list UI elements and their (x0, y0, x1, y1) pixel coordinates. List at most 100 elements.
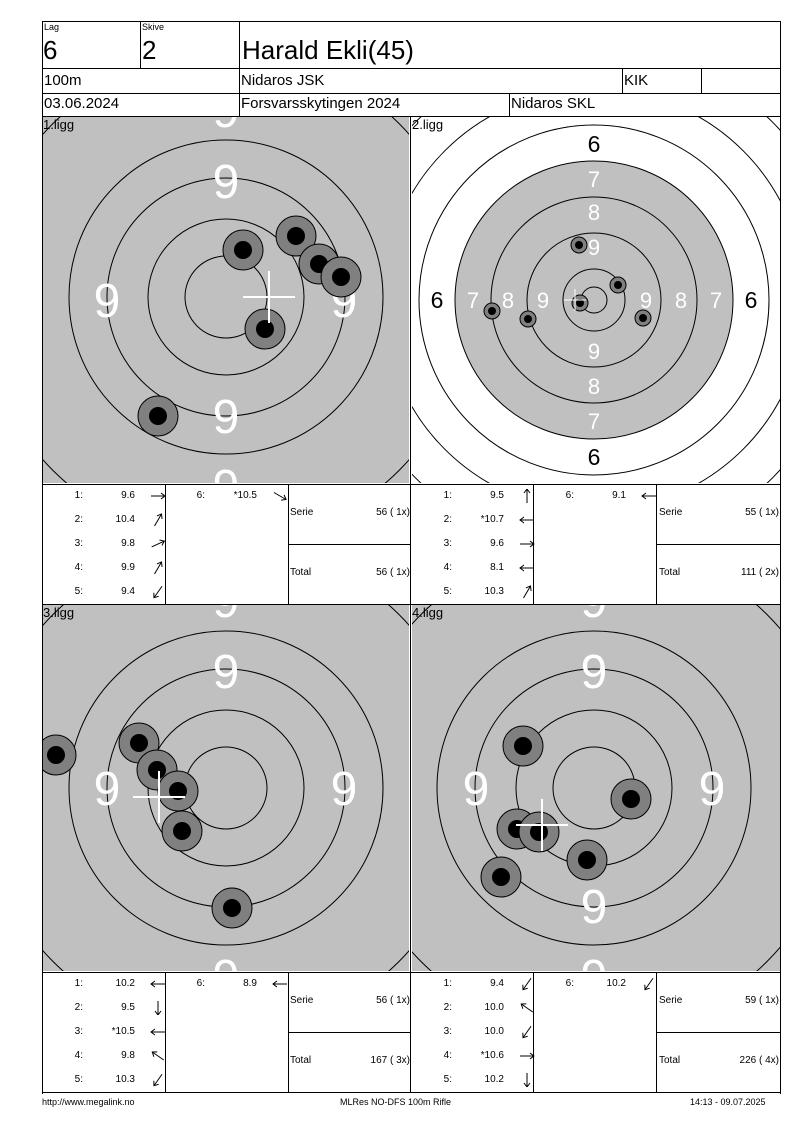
shot-row: 4:9.8 (57, 1049, 177, 1063)
shot-hole (502, 725, 544, 767)
shot-row: 6:8.9 (179, 977, 299, 991)
total-value: 111 ( 2x) (741, 567, 779, 578)
ring-number: 9 (581, 951, 608, 971)
shot-value: *10.7 (480, 514, 504, 525)
total-label: Total (659, 1055, 681, 1066)
ring-number: 8 (675, 288, 687, 313)
ring-number: 9 (537, 288, 549, 313)
left-arrow-icon (150, 1028, 166, 1036)
shot-value: 9.6 (121, 490, 135, 501)
total-value: 167 ( 3x) (370, 1055, 410, 1066)
ring-number: 9 (213, 461, 240, 483)
shot-hole (211, 887, 253, 929)
total-value: 226 ( 4x) (739, 1055, 779, 1066)
ring-number: 9 (581, 605, 608, 628)
shot-number: 2: (74, 514, 83, 525)
shot-row: 2:9.5 (57, 1001, 177, 1015)
right-arrow-icon (519, 1052, 535, 1060)
shot-row: 1:9.4 (426, 977, 546, 991)
shot-row: 4:8.1 (426, 561, 546, 575)
up-right-arrow-icon (151, 513, 165, 527)
lag-value: 6 (43, 35, 58, 65)
serie-value: 59 ( 1x) (745, 995, 779, 1006)
shot-number: 5: (74, 586, 83, 597)
down-left-arrow-icon (520, 1025, 534, 1039)
target-panel-3: 9 9 9 9 9 9 (43, 605, 409, 971)
shot-number: 3: (74, 1026, 83, 1037)
down-left-arrow-icon (642, 977, 656, 991)
right-arrow-icon (150, 492, 166, 500)
shot-number: 5: (443, 586, 452, 597)
serie-label: Serie (659, 507, 683, 518)
ring-number: 9 (699, 763, 726, 816)
left-arrow-icon (150, 980, 166, 988)
shot-hole (480, 856, 522, 898)
shot-number: 5: (74, 1074, 83, 1085)
organizer: Nidaros SKL (511, 95, 596, 112)
shot-number: 1: (74, 978, 83, 989)
ring-number: 9 (331, 763, 358, 816)
ring-number: 9 (213, 391, 240, 444)
serie-value: 55 ( 1x) (745, 507, 779, 518)
panel-label: 4.ligg (412, 605, 444, 620)
ring-number: 9 (213, 646, 240, 699)
shot-number: 6: (565, 490, 574, 501)
shot-value: *10.5 (233, 490, 257, 501)
distance: 100m (44, 72, 82, 89)
shot-value: 8.9 (243, 978, 257, 989)
shot-hole (222, 229, 264, 271)
shot-hole (634, 309, 652, 327)
shot-number: 2: (443, 514, 452, 525)
shot-hole (570, 236, 588, 254)
left-arrow-icon (519, 564, 535, 572)
up-arrow-icon (523, 489, 531, 503)
shot-row: 2:10.4 (57, 513, 177, 527)
shot-value: 9.4 (490, 978, 504, 989)
total-label: Total (290, 567, 312, 578)
ring-number: 9 (213, 951, 240, 971)
target-panel-4: 9 9 9 9 9 9 (412, 605, 780, 971)
serie-label: Serie (659, 995, 683, 1006)
shot-value: 10.0 (484, 1026, 504, 1037)
shot-row: 2: 10.0 (426, 1001, 546, 1015)
shot-value: 8.1 (490, 562, 504, 573)
footer-url[interactable]: http://www.megalink.no (42, 1097, 135, 1107)
shot-hole (519, 310, 537, 328)
ring-number: 9 (581, 646, 608, 699)
shot-value: 9.5 (490, 490, 504, 501)
shot-value: *10.5 (111, 1026, 135, 1037)
date: 03.06.2024 (44, 95, 120, 112)
target-panel-1: 9 9 9 9 9 9 (43, 117, 409, 483)
serie-value: 56 ( 1x) (376, 995, 410, 1006)
shot-row: 3: *10.5 (57, 1025, 177, 1039)
left-arrow-icon (519, 516, 535, 524)
shot-number: 6: (196, 490, 205, 501)
ring-number: 8 (588, 200, 600, 225)
shot-row: 4:9.9 (57, 561, 177, 575)
shot-number: 1: (443, 490, 452, 501)
shot-value: 10.2 (115, 978, 135, 989)
shot-row: 6: *10.5 (179, 489, 299, 503)
shot-value: *10.6 (480, 1050, 504, 1061)
down-left-arrow-icon (520, 977, 534, 991)
shot-number: 2: (443, 1002, 452, 1013)
shot-value: 9.9 (121, 562, 135, 573)
panel-label: 2.ligg (412, 117, 444, 132)
event-name: Forsvarsskytingen 2024 (241, 95, 401, 112)
ring-number: 6 (588, 131, 601, 157)
class: KIK (624, 72, 649, 89)
shot-value: 10.3 (115, 1074, 135, 1085)
shot-value: 10.0 (484, 1002, 504, 1013)
lag-label: Lag (44, 22, 60, 32)
serie-label: Serie (290, 995, 314, 1006)
shot-hole (518, 811, 560, 853)
right-arrow-icon (519, 540, 535, 548)
shot-number: 6: (565, 978, 574, 989)
shot-hole (571, 294, 589, 312)
ring-number: 9 (94, 763, 121, 816)
shot-row: 5: 10.3 (57, 1073, 177, 1087)
down-arrow-icon (154, 1001, 162, 1015)
shot-value: 9.8 (121, 1050, 135, 1061)
shot-number: 1: (74, 490, 83, 501)
shot-row: 3:9.6 (426, 537, 546, 551)
